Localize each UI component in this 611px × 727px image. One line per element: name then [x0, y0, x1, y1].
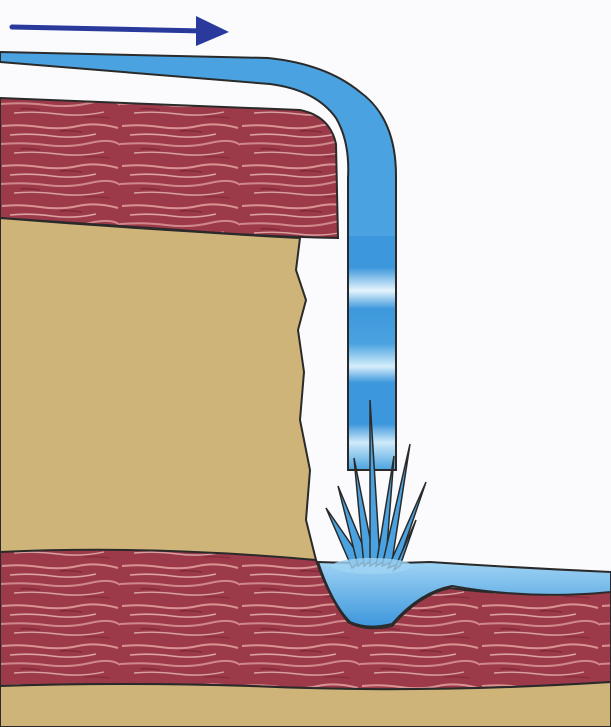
hard-rock-top-layer [0, 98, 338, 238]
soft-rock-base [0, 682, 611, 727]
splash-foam [332, 558, 412, 574]
waterfall-fill-join [349, 236, 395, 244]
soft-rock-layer [0, 218, 316, 560]
